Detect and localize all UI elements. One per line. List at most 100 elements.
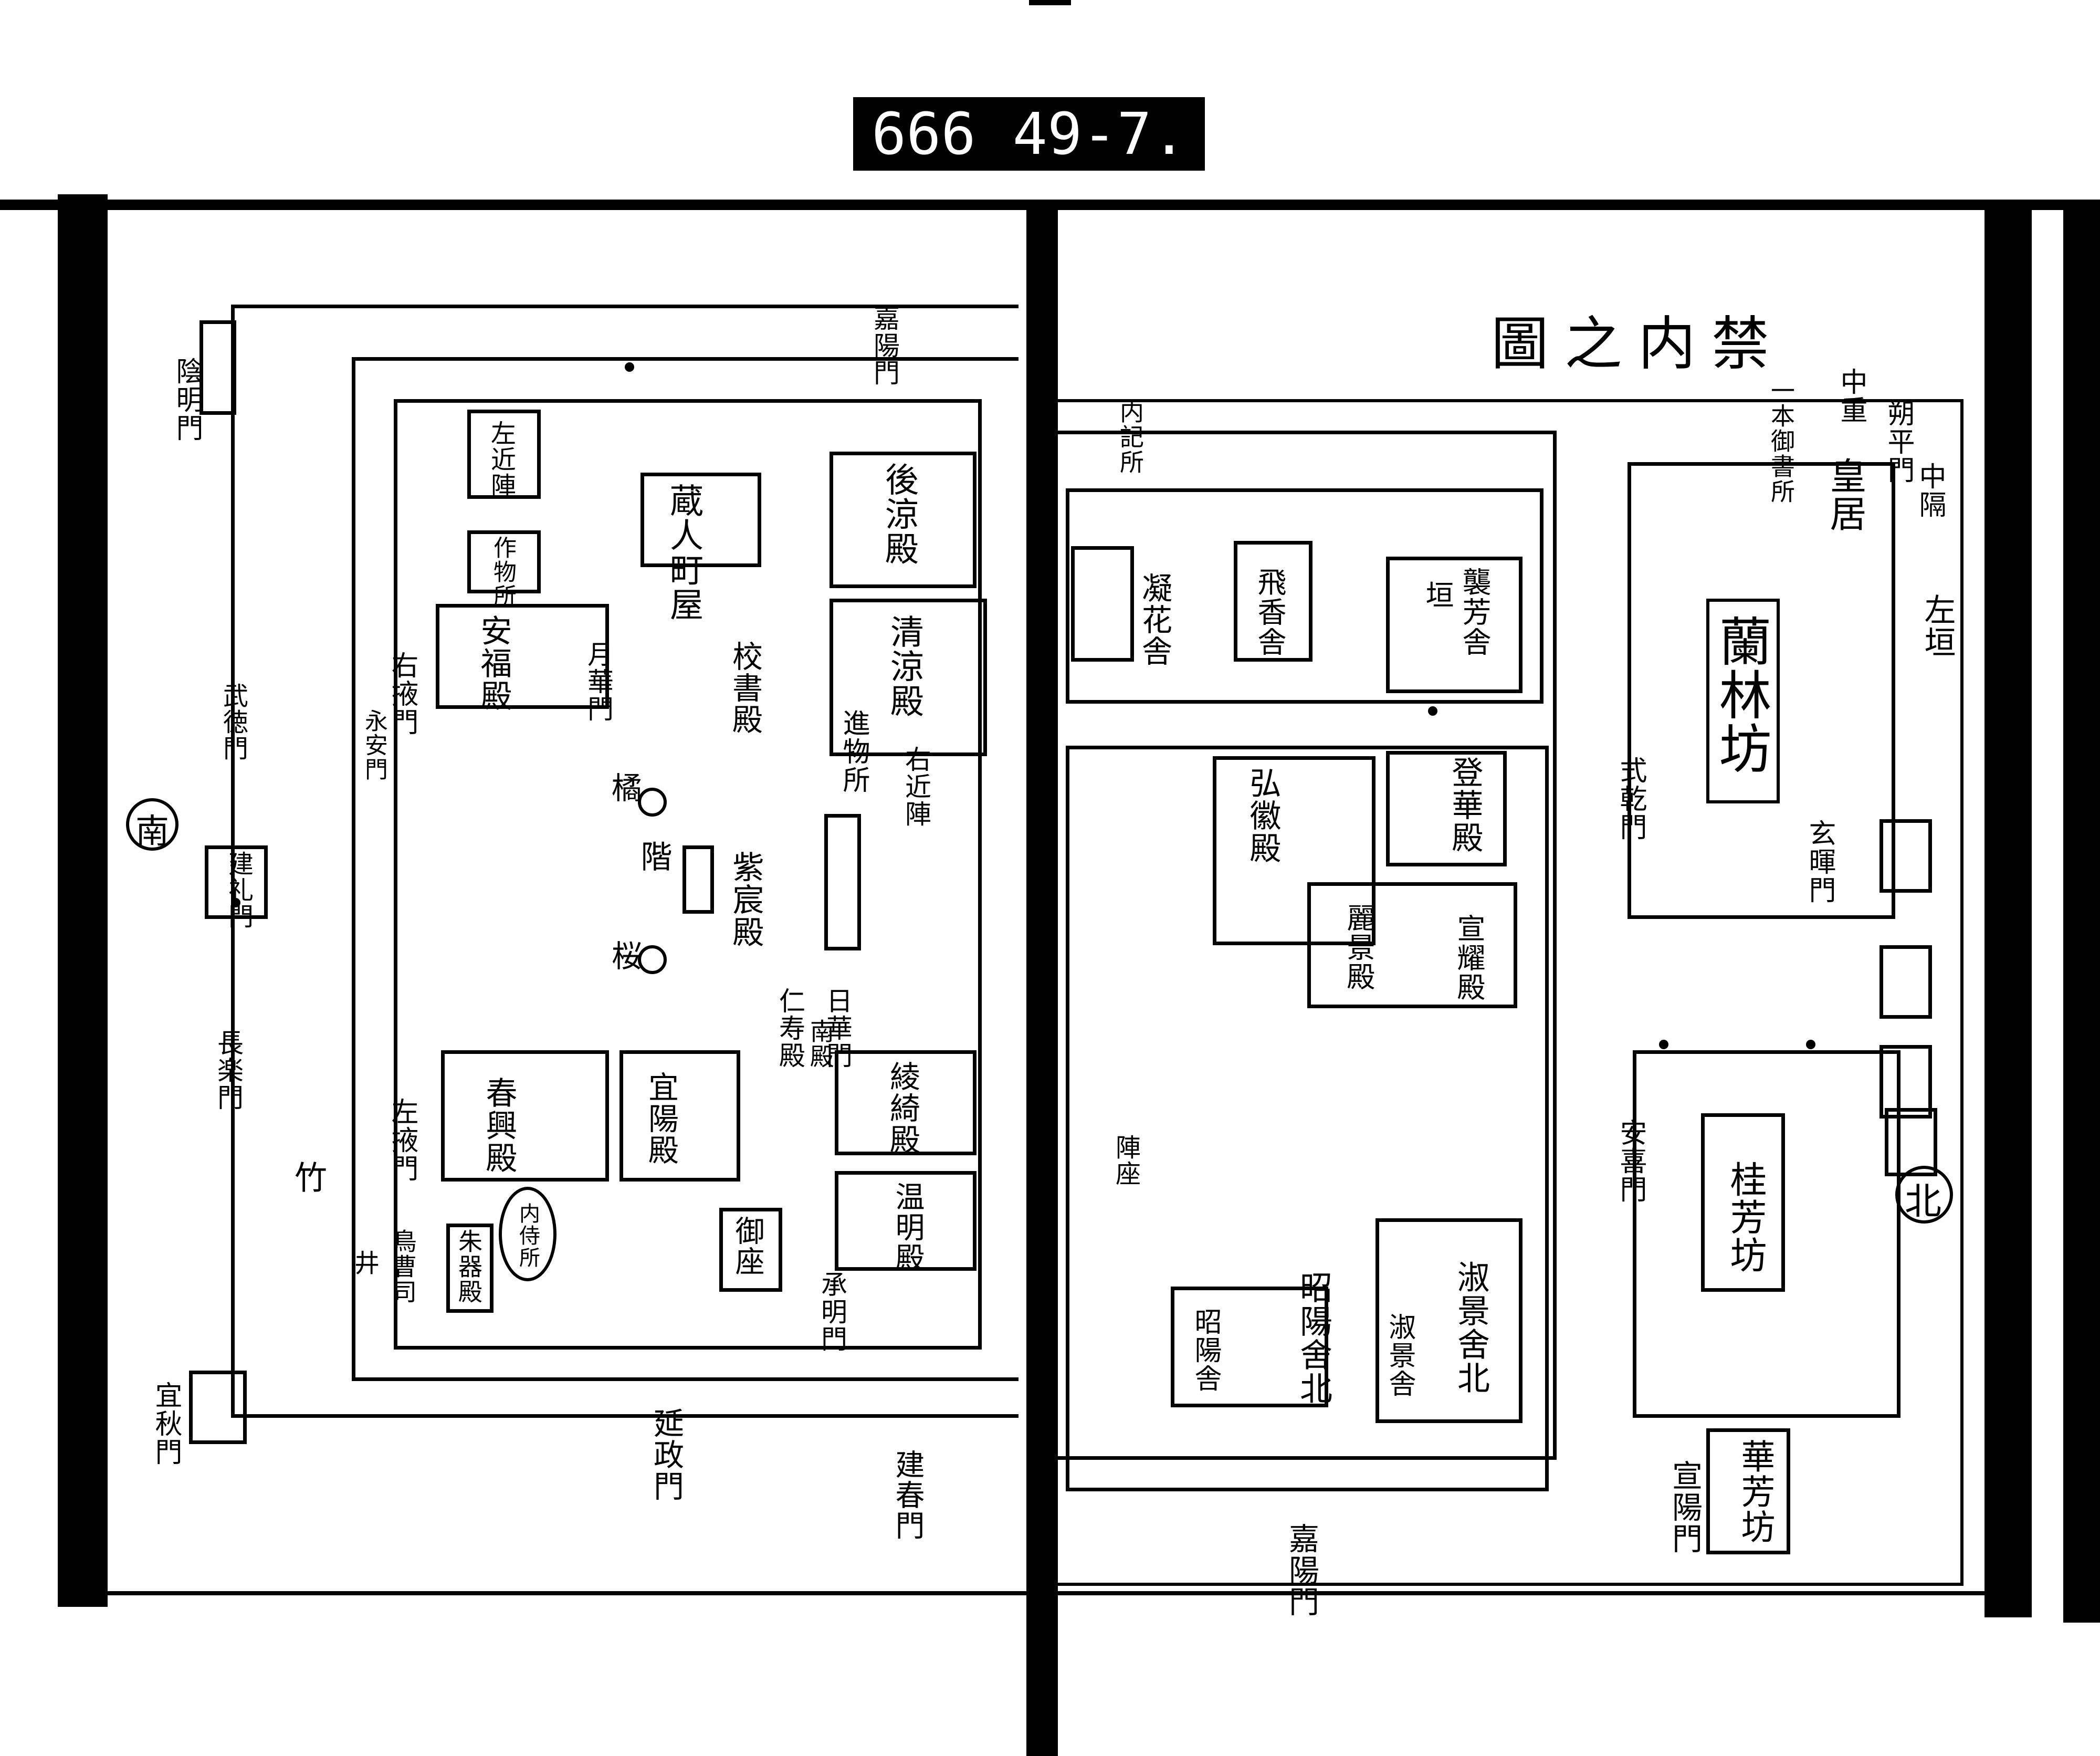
shunkoden-building [441,1050,609,1182]
right-gate-3: 嘉陽門 [1284,1523,1319,1617]
jokyoden-building [1386,751,1507,866]
shokyosha2-label: 昭陽舎 [1190,1308,1221,1393]
north-block [1066,488,1544,704]
nanden-label: 南殿 [806,1019,835,1069]
sakumotsu-building [467,410,541,499]
gyoza-box [719,1208,782,1292]
left-gate-8: 延政門 [648,1407,684,1502]
inner-court [394,399,982,1350]
binding-right [1984,200,2032,1617]
right-gate-1: 朔平門 [1883,399,1914,484]
gate-box-2 [1880,945,1932,1019]
naishidokoro-ring [499,1187,556,1281]
left-gate-13: 武徳門 [218,683,248,761]
film-number: 666 [872,100,976,168]
shushiden-label: 朱器殿 [455,1229,483,1304]
left-gate-6: 宜秋門 [150,1381,182,1466]
onmeiden-building [835,1171,976,1271]
giyoden-building [620,1050,740,1182]
reikeisha-building [1376,1218,1522,1423]
kaiga-building [1386,557,1522,693]
naishidokoro-label: 内侍所 [516,1203,540,1269]
gate-box-3 [1880,1045,1932,1119]
ume-label: 飛香舎 [1253,567,1286,657]
right-misc-2: 中隔 [1914,462,1946,519]
right-misc-4: 垣 [1421,580,1454,610]
outer-enclosure [231,305,1018,1418]
left-gate-12: 永安門 [361,709,387,781]
anpukuden-label: 安福殿 [475,614,512,712]
ryokiden-building [835,1050,976,1155]
rear-palace-outer-wall [1050,399,1964,1586]
frame-number: 49-7. [1012,100,1186,168]
gyoza-label: 御座 [730,1216,764,1277]
ryokiden-label: 綾綺殿 [885,1061,920,1155]
gate-box-nw [200,320,236,415]
kokiden-building [1213,756,1376,945]
kaho-garden [1706,1428,1790,1554]
anpukuden-building [436,604,609,709]
left-gate-14: 嘉陽門 [869,305,900,386]
binding-center [1026,205,1058,1756]
film-label: 666 49-7. [853,97,1205,171]
shinmotsu-label: 作物所 [489,536,516,608]
reikeiden-building [1307,882,1517,1008]
tori-label: 井 [350,1250,379,1276]
jokyoden-label: 登華殿 [1446,756,1483,854]
well-label: 進物所 [838,709,869,794]
keiho-garden [1701,1113,1785,1292]
kyoshoden-label: 校書殿 [727,641,763,735]
shishinden-label: 紫宸殿 [727,851,764,948]
left-gate-4: 建春門 [890,1449,925,1541]
gate-dot [1659,1040,1668,1049]
kaiga-label: 襲芳舎 [1457,567,1491,657]
right-misc-6: 内記所 [1116,399,1144,475]
sakumotsu-label: 左近陣 [486,420,516,499]
reikeisha-label: 淑景舍北 [1452,1260,1490,1395]
onmeiden-label: 温明殿 [890,1182,925,1273]
right-misc-5: 一本御書所 [1767,378,1796,504]
right-gate-4: 宣陽門 [1667,1460,1703,1554]
left-gate-10: 右掖門 [386,651,418,736]
kaho-label: 華芳坊 [1735,1439,1774,1544]
keiho-label: 桂芳坊 [1724,1161,1767,1274]
ukon-label: 右近陣 [901,746,931,828]
take-label: 竹 [289,1161,327,1194]
shunkoden-label: 春興殿 [480,1076,517,1174]
sakura-label: 桜 [606,940,642,971]
tachibana-label: 橘 [606,772,642,803]
gate-box-west [205,845,268,919]
inner-enclosure [352,357,1018,1381]
minami-mark: 南 [135,812,169,851]
left-gate-9: 左掖門 [386,1098,418,1183]
senyoden-label: 宣耀殿 [1452,914,1485,1002]
kokiden-label: 弘徽殿 [1244,767,1281,864]
kogo-compound [1628,462,1895,919]
stairs [682,845,714,914]
ranrin-label: 蘭林坊 [1710,614,1771,775]
shishinden-steps [824,814,861,950]
tachibana-ring [638,788,667,817]
shokyosha-label: 昭陽舍北 [1294,1271,1332,1405]
right-misc-3: 左垣 [1919,593,1956,659]
right-gate-6: 安喜門 [1615,1119,1646,1204]
left-gate-5: 建礼門 [224,851,253,929]
gate-dot [1428,706,1437,716]
reikeisha2-label: 淑景舎 [1384,1313,1415,1398]
kurodo-label: 蔵人町屋 [664,483,703,622]
gate-dot [231,898,240,907]
kogo-label: 皇居 [1824,457,1867,532]
gate-box-south [189,1371,247,1444]
sakon-label: 仁寿殿 [775,987,805,1069]
gate-box-1 [1880,819,1932,893]
koryoden-label: 後涼殿 [879,462,918,566]
middle-block [1066,746,1549,1491]
shinmotsu-building [467,530,541,593]
left-gate-2: 日華門 [822,987,853,1069]
shokyosha-building [1171,1287,1328,1407]
kita-mark: 北 [1905,1180,1941,1223]
right-misc-7: 陣座 [1111,1134,1140,1187]
ranrin-garden [1706,599,1780,803]
stairs-label: 階 [635,840,672,873]
left-gate-7: 陰明門 [171,357,203,442]
